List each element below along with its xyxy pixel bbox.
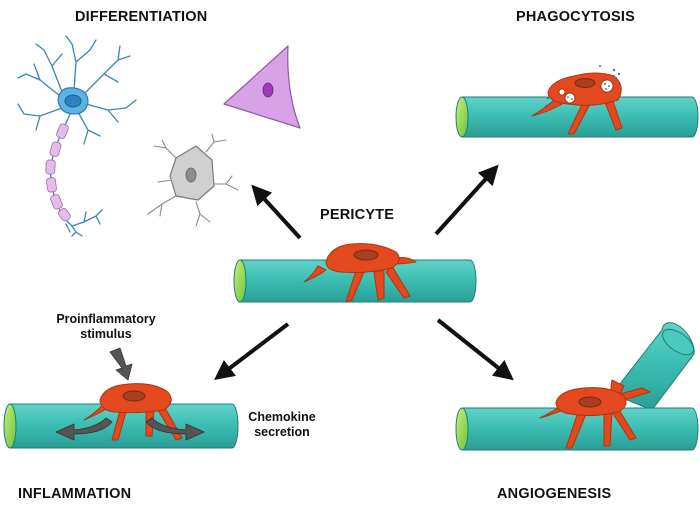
angiogenesis-pericyte <box>539 379 651 449</box>
label-inflammation: INFLAMMATION <box>18 486 132 502</box>
phagosome-icon <box>558 79 614 104</box>
chemokine-arrow-icon <box>55 417 205 441</box>
label-phagocytosis: PHAGOCYTOSIS <box>516 9 635 25</box>
label-differentiation: DIFFERENTIATION <box>75 9 208 25</box>
astrocyte-icon <box>147 133 239 227</box>
chemokine-line-2: secretion <box>254 425 310 439</box>
center-pericyte <box>303 243 417 303</box>
neuron-soma <box>57 87 89 115</box>
label-chemokine-secretion: Chemokine secretion <box>240 410 324 440</box>
smooth-muscle-cell-icon <box>223 45 301 129</box>
inflammation-pericyte <box>83 383 183 441</box>
label-angiogenesis: ANGIOGENESIS <box>497 486 612 502</box>
label-pericyte: PERICYTE <box>320 207 395 223</box>
stimulus-arrow-icon <box>109 347 133 381</box>
stimulus-line-2: stimulus <box>80 327 132 341</box>
stimulus-line-1: Proinflammatory <box>56 312 156 326</box>
myelin-sheath <box>45 123 71 222</box>
label-proinflammatory-stimulus: Proinflammatory stimulus <box>46 312 166 342</box>
debris-particles <box>544 65 621 108</box>
arrow-icon <box>214 164 514 381</box>
chemokine-line-1: Chemokine <box>248 410 316 424</box>
neuron-icon <box>17 35 137 237</box>
